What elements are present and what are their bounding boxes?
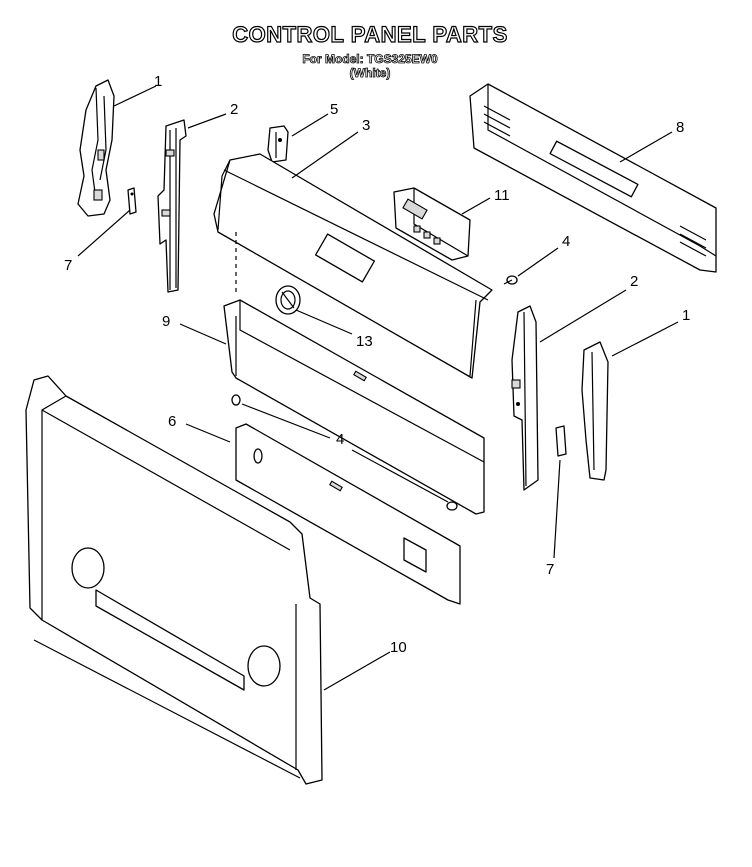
- part-4-screw-lower-right: [446, 501, 458, 511]
- callout-10: 10: [390, 639, 407, 656]
- part-2-right-side-bracket: [511, 305, 539, 491]
- diagram-title: CONTROL PANEL PARTS: [232, 21, 508, 47]
- part-8-rear-trim: [469, 83, 717, 273]
- part-1-right-end-cap: [581, 341, 609, 481]
- callout-7-right: 7: [546, 561, 555, 578]
- callout-5: 5: [330, 101, 339, 118]
- leader-lines: [77, 85, 679, 691]
- callout-2-left: 2: [230, 101, 239, 118]
- part-9-support-bracket: [223, 299, 485, 515]
- part-3-control-panel: [213, 153, 493, 379]
- callout-1-left: 1: [154, 73, 163, 90]
- callout-7-left: 7: [64, 257, 73, 274]
- callout-11: 11: [494, 187, 510, 204]
- model-line: For Model: TGS325EW0: [302, 52, 438, 67]
- part-6-heat-shield: [235, 423, 461, 605]
- part-2-left-side-bracket: [157, 119, 187, 293]
- callout-9: 9: [162, 313, 171, 330]
- part-7-left-clip: [127, 187, 137, 215]
- callout-1-right: 1: [682, 307, 691, 324]
- callout-2-right: 2: [630, 273, 639, 290]
- callout-4-lower: 4: [336, 431, 345, 448]
- callout-6: 6: [168, 413, 177, 430]
- model-label: For Model: TGS325EW0 (White): [300, 52, 440, 81]
- part-4-screw-lower-left: [231, 394, 241, 406]
- part-4-screw-upper: [503, 275, 518, 285]
- part-5-switch-bracket: [267, 125, 289, 163]
- part-11-clock-module: [393, 187, 471, 261]
- part-13-knob: [275, 285, 301, 315]
- callout-3: 3: [362, 117, 371, 134]
- part-10-rear-panel: [25, 375, 323, 785]
- part-1-left-end-cap: [77, 79, 115, 217]
- part-7-right-clip: [555, 425, 567, 457]
- callout-13: 13: [356, 333, 373, 350]
- callout-8: 8: [676, 119, 685, 136]
- callout-4-upper: 4: [562, 233, 571, 250]
- color-line: (White): [349, 66, 391, 81]
